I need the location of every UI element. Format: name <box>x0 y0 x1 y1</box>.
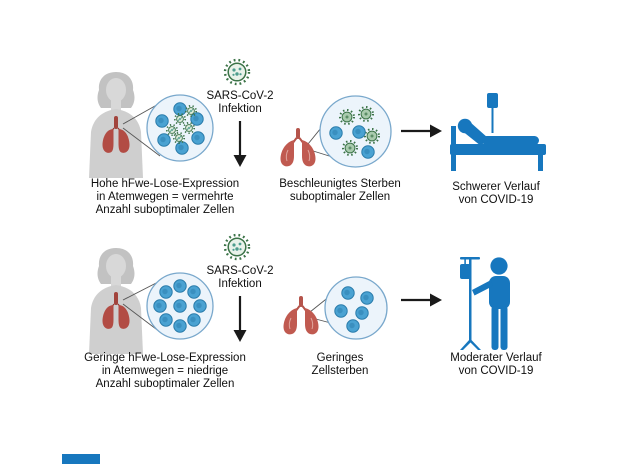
hospital-bed-patient-icon <box>450 93 546 171</box>
cell-icon <box>193 299 207 313</box>
cell-icon <box>175 141 189 155</box>
cell-icon <box>346 319 360 333</box>
caption-line: von COVID-19 <box>458 365 534 377</box>
virus-label-line: SARS-CoV-2 <box>206 265 274 277</box>
caption-outcome-bottom: Moderater Verlauf von COVID-19 <box>428 352 564 378</box>
magnifier-dying-cells-top <box>319 95 392 168</box>
sars-cov-2-virus-icon <box>223 233 251 261</box>
cell-icon <box>159 285 173 299</box>
caption-line: Geringes <box>316 352 364 364</box>
cell-icon <box>173 102 187 116</box>
caption-line: in Atemwegen = vermehrte <box>96 191 234 203</box>
caption-line: Beschleunigtes Sterben <box>279 178 401 190</box>
lungs-top <box>280 128 316 168</box>
cell-icon <box>173 299 187 313</box>
lungs-icon <box>283 296 319 336</box>
virus-label-line: Infektion <box>218 103 262 115</box>
magnifier-cells-infected-top <box>146 94 214 162</box>
lungs-icon <box>280 128 316 168</box>
cell-icon <box>352 125 366 139</box>
caption-line: Anzahl suboptimaler Zellen <box>95 378 235 390</box>
right-arrow-icon-top <box>401 124 442 138</box>
cell-icon <box>155 114 169 128</box>
cell-icon <box>361 145 375 159</box>
footer-logo-bar <box>62 454 100 464</box>
caption-left-bottom: Geringe hFwe-Lose-Expression in Atemwege… <box>70 352 260 391</box>
caption-line: von COVID-19 <box>458 194 534 206</box>
caption-line: suboptimaler Zellen <box>289 191 391 203</box>
caption-line: Zellsterben <box>311 365 369 377</box>
magnifier-many-cells-bottom <box>146 272 214 340</box>
cell-icon <box>329 126 343 140</box>
caption-line: Hohe hFwe-Lose-Expression <box>90 178 240 190</box>
down-arrow-icon-bottom <box>233 296 247 342</box>
sars-cov-2-virus-icon <box>223 58 251 86</box>
caption-middle-bottom: Geringes Zellsterben <box>285 352 395 378</box>
caption-line: in Atemwegen = niedrige <box>101 365 229 377</box>
virus-icon-top <box>223 58 251 86</box>
caption-line: Moderater Verlauf <box>450 352 542 364</box>
cell-icon <box>153 299 167 313</box>
cell-icon <box>157 133 171 147</box>
right-arrow-icon-bottom <box>401 293 442 307</box>
cell-icon <box>355 306 369 320</box>
magnifier-few-cells-bottom <box>324 276 388 340</box>
standing-patient-iv-icon <box>460 257 510 350</box>
caption-left-top: Hohe hFwe-Lose-Expression in Atemwegen =… <box>70 178 260 217</box>
caption-line: Anzahl suboptimaler Zellen <box>95 204 235 216</box>
cell-icon <box>341 286 355 300</box>
zoom-circle <box>324 276 388 340</box>
virus-label-top: SARS-CoV-2 Infektion <box>192 90 288 116</box>
caption-line: Schwerer Verlauf <box>452 181 540 193</box>
virus-label-line: Infektion <box>218 278 262 290</box>
virus-label-line: SARS-CoV-2 <box>206 90 274 102</box>
caption-line: Geringe hFwe-Lose-Expression <box>84 352 246 364</box>
virus-label-bottom: SARS-CoV-2 Infektion <box>192 265 288 291</box>
hospital-bed-top <box>450 93 546 171</box>
cell-icon <box>360 291 374 305</box>
caption-middle-top: Beschleunigtes Sterben suboptimaler Zell… <box>272 178 408 204</box>
standing-patient-bottom <box>460 257 510 350</box>
cell-icon <box>173 319 187 333</box>
virus-icon-bottom <box>223 233 251 261</box>
lungs-bottom <box>283 296 319 336</box>
down-arrow-icon-top <box>233 121 247 167</box>
cell-icon <box>187 313 201 327</box>
caption-outcome-top: Schwerer Verlauf von COVID-19 <box>428 181 564 207</box>
cell-icon <box>334 304 348 318</box>
cell-icon <box>173 279 187 293</box>
cell-icon <box>191 131 205 145</box>
cell-icon <box>159 313 173 327</box>
